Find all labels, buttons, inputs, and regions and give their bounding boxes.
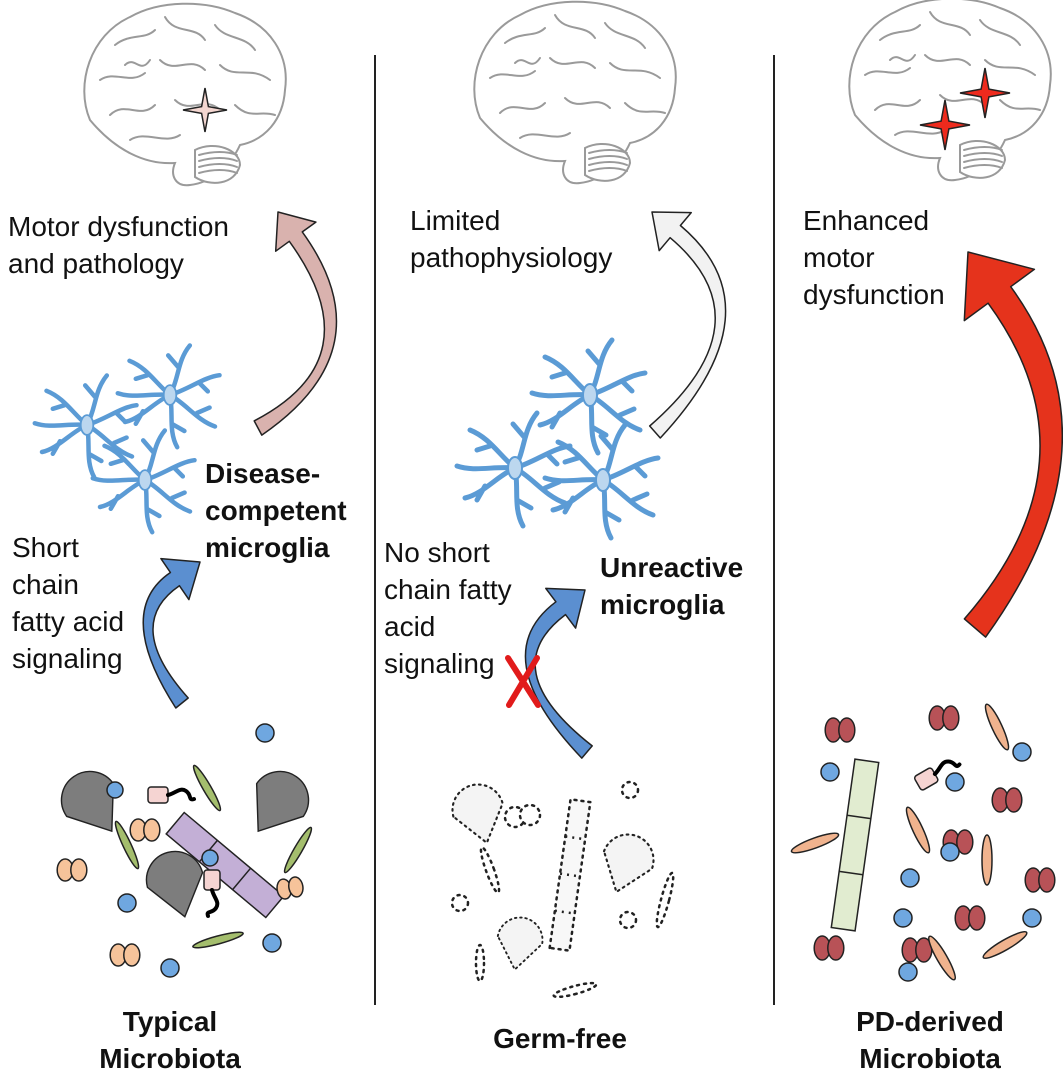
bacteria-icon [618, 910, 638, 930]
bacteria-icon [129, 818, 161, 842]
star-icon [182, 87, 228, 133]
bacteria-icon [940, 842, 960, 862]
bacteria-icon [602, 833, 655, 894]
germfree-signaling-label: No short chain fatty acid signaling [384, 537, 512, 679]
bacteria-icon [117, 893, 137, 913]
bacteria-icon [1022, 908, 1042, 928]
curved-arrow-icon [648, 211, 727, 439]
bacteria-icon [145, 850, 204, 918]
bacteria-icon [991, 787, 1023, 813]
microglia-icon [454, 410, 573, 529]
star-icon [959, 67, 1011, 119]
bacteria-icon [984, 703, 1010, 751]
bacteria-icon [262, 933, 282, 953]
bacteria-icon [255, 723, 275, 743]
brains [83, 0, 1052, 187]
bacteria-icon [820, 762, 840, 782]
bacteria-icon [900, 868, 920, 888]
bacteria-icon [114, 820, 140, 870]
arrows [142, 211, 1063, 759]
pd-outcome-label: Enhanced motor dysfunction [803, 205, 945, 310]
bacteria-icon [160, 958, 180, 978]
bacteria-icon [552, 981, 598, 999]
bacteria-icon [1024, 867, 1056, 893]
bacteria-icon [928, 705, 960, 731]
bacteria-icon [905, 806, 931, 854]
microbiota-cells [56, 703, 1056, 999]
bacteria-icon [451, 783, 504, 845]
bacteria-icon [276, 876, 304, 900]
microglia-icon [542, 422, 661, 541]
bacteria-icon [548, 797, 592, 953]
bacteria-icon [479, 846, 501, 894]
brain-icon [83, 2, 287, 187]
bacteria-icon [60, 770, 115, 833]
bacteria-icon [283, 826, 313, 874]
typical-signaling-label: Short chain fatty acid signaling [12, 532, 125, 674]
bacteria-icon [830, 758, 880, 932]
bacteria-icon [203, 869, 221, 918]
bacteria-icon [106, 781, 124, 799]
germfree-microbiota-label: Germ-free [493, 1023, 627, 1054]
bacteria-icon [474, 943, 486, 983]
bacteria-icon [893, 908, 913, 928]
bacteria-icon [620, 780, 640, 800]
bacteria-icon [1012, 742, 1032, 762]
marks [182, 67, 1011, 708]
panel-divider-right [773, 55, 775, 1005]
bacteria-icon [496, 916, 544, 972]
curved-arrow-icon [524, 587, 593, 759]
bacteria-icon [982, 931, 1028, 959]
bacteria-icon [192, 931, 244, 949]
bacteria-icon [824, 717, 856, 743]
bacteria-icon [928, 935, 956, 981]
curved-arrow-icon [253, 211, 338, 436]
bacteria-icon [981, 834, 993, 886]
bacteria-icon [518, 803, 542, 827]
microglia-cells [32, 337, 661, 541]
curved-arrow-icon [963, 251, 1063, 638]
microglia-icon [90, 428, 197, 535]
bacteria-icon [56, 858, 88, 882]
bacteria-icon [201, 849, 219, 867]
microglia-icon [529, 337, 648, 456]
pd-microbiota-label: PD-derived Microbiota [856, 1006, 1004, 1074]
bacteria-icon [109, 943, 141, 967]
germfree-outcome-label: Limited pathophysiology [410, 205, 613, 273]
typical-microglia-label: Disease- competent microglia [205, 458, 347, 563]
bacteria-icon [655, 871, 675, 929]
x-mark-icon [505, 655, 541, 708]
star-icon [919, 99, 971, 151]
bacteria-icon [954, 905, 986, 931]
germfree-microglia-label: Unreactive microglia [600, 552, 744, 620]
microglia-icon [32, 373, 139, 480]
bacteria-icon [813, 935, 845, 961]
brain-icon [848, 0, 1052, 182]
bacteria-icon [901, 937, 933, 963]
bacteria-icon [450, 893, 470, 913]
microglia-icon [115, 343, 222, 450]
brain-icon [473, 0, 677, 185]
typical-microbiota-label: Typical Microbiota [99, 1006, 241, 1074]
bacteria-icon [945, 772, 965, 792]
bacteria-icon [192, 764, 222, 812]
curved-arrow-icon [142, 557, 201, 709]
typical-outcome-label: Motor dysfunction and pathology [8, 211, 229, 279]
bacteria-icon [790, 832, 840, 854]
bacteria-icon [898, 962, 918, 982]
panel-divider-left [374, 55, 376, 1005]
bacteria-icon [147, 786, 196, 804]
bacteria-icon [255, 770, 310, 833]
bacteria-icon [913, 759, 962, 791]
